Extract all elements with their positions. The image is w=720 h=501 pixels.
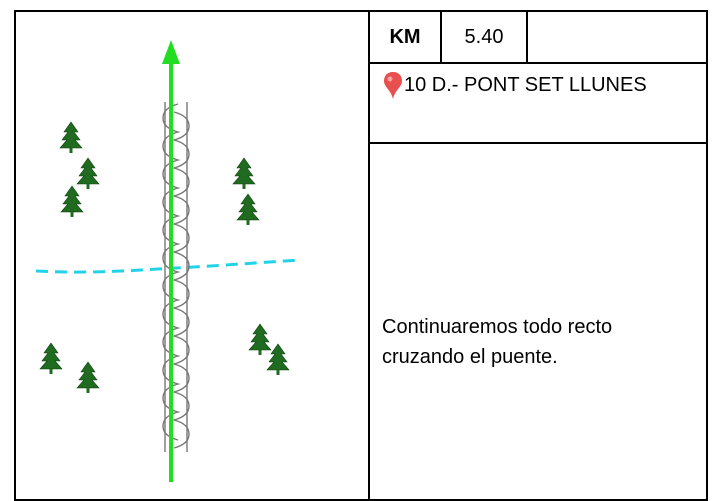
map-pin-icon <box>384 72 402 99</box>
route-diagram-panel <box>16 12 370 499</box>
waypoint-row: 10 D.- PONT SET LLUNES <box>370 64 706 144</box>
waypoint-text: 10 D.- PONT SET LLUNES <box>404 74 647 96</box>
bridge-icon <box>162 102 190 452</box>
route-diagram <box>35 40 302 482</box>
km-row: KM 5.40 <box>370 12 706 64</box>
km-label: KM <box>370 12 442 62</box>
km-value: 5.40 <box>442 12 528 62</box>
km-empty-cell <box>528 12 706 62</box>
info-panel: KM 5.40 10 D.- PONT SET LLUNES Continuar… <box>370 12 706 499</box>
instruction-text: Continuaremos todo recto cruzando el pue… <box>382 315 613 368</box>
instruction-row: Continuaremos todo recto cruzando el pue… <box>370 144 706 499</box>
stream-icon <box>35 258 302 274</box>
route-arrow-icon <box>162 40 180 482</box>
roadbook-card: KM 5.40 10 D.- PONT SET LLUNES Continuar… <box>14 10 708 501</box>
